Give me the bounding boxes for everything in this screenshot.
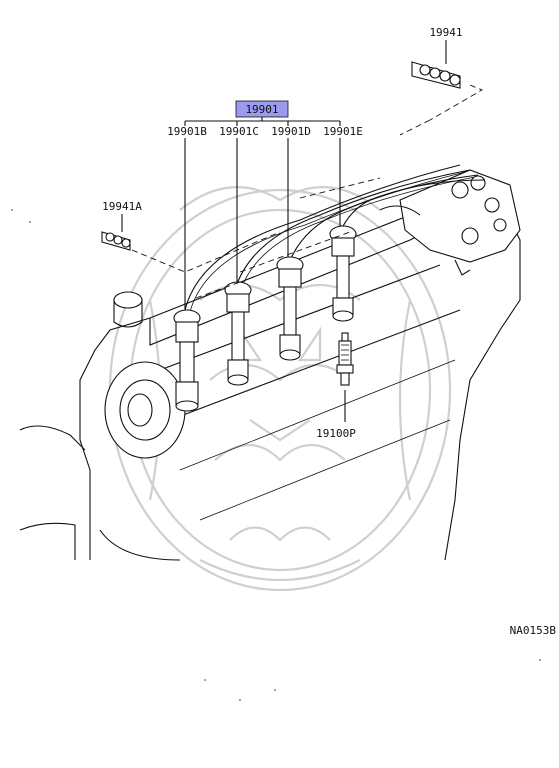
engine-outline (11, 169, 541, 701)
highlight-box (235, 100, 289, 118)
watermark-emblem (108, 186, 452, 592)
cord-d-boot (276, 256, 304, 361)
label-bracket (184, 117, 341, 310)
label-19941[interactable]: 19941 (429, 26, 462, 39)
cord-b-boot (173, 309, 201, 412)
ignition-cord-bundle (184, 164, 486, 313)
label-19901d[interactable]: 19901D (271, 125, 311, 138)
clamp-19941a (101, 214, 281, 273)
label-19901b[interactable]: 19901B (167, 125, 207, 138)
label-19901c[interactable]: 19901C (219, 125, 259, 138)
label-19901[interactable]: 19901 (245, 103, 278, 116)
diagram-code: NA0153B (510, 624, 557, 637)
label-19100p[interactable]: 19100P (316, 427, 356, 440)
spark-plug (336, 332, 354, 422)
cord-c-boot (224, 281, 252, 386)
cord-e-boot (329, 225, 357, 322)
label-19941a[interactable]: 19941A (102, 200, 142, 213)
label-19901e[interactable]: 19901E (323, 125, 363, 138)
clamp-19941 (399, 40, 484, 136)
